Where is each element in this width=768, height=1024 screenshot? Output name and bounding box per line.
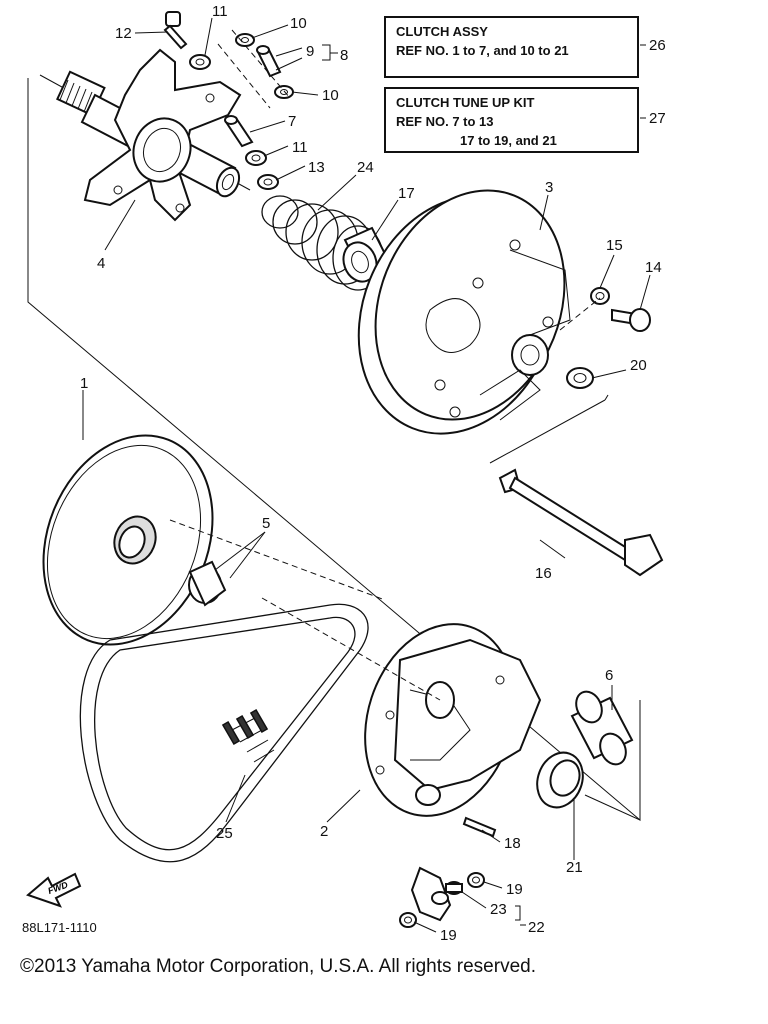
callout-3: 3 — [545, 179, 553, 196]
copyright-notice: ©2013 Yamaha Motor Corporation, U.S.A. A… — [20, 956, 536, 977]
callout-14: 14 — [645, 259, 662, 276]
seal-part — [536, 751, 584, 809]
tune-up-kit-ref-number: 27 — [649, 110, 666, 127]
clutch-assy-box: CLUTCH ASSY REF NO. 1 to 7, and 10 to 21 — [384, 16, 639, 78]
callout-2: 2 — [320, 823, 328, 840]
callout-11-bottom: 11 — [292, 139, 308, 156]
callout-7: 7 — [288, 113, 296, 130]
callout-16: 16 — [535, 565, 552, 582]
callout-25: 25 — [216, 825, 233, 842]
callout-15: 15 — [606, 237, 623, 254]
callout-11-top: 11 — [212, 3, 228, 20]
callout-10-top: 10 — [290, 15, 307, 32]
callout-12: 12 — [115, 25, 132, 42]
leader-lines — [82, 17, 651, 933]
tune-up-kit-title: CLUTCH TUNE UP KIT — [396, 95, 535, 110]
drive-belt-part — [79, 603, 369, 863]
clutch-assy-ref-number: 26 — [649, 37, 666, 54]
callout-6: 6 — [605, 667, 613, 684]
callout-21: 21 — [566, 859, 583, 876]
callout-1: 1 — [80, 375, 88, 392]
tune-up-kit-box: CLUTCH TUNE UP KIT REF NO. 7 to 13 17 to… — [384, 87, 639, 153]
callout-23: 23 — [490, 901, 507, 918]
callout-13: 13 — [308, 159, 325, 176]
movable-sheave-part — [364, 623, 542, 817]
callout-numbers: 12 11 10 9 8 10 7 11 13 24 17 3 4 15 14 … — [80, 3, 662, 944]
small-hardware-top — [163, 11, 294, 190]
callout-18: 18 — [504, 835, 521, 852]
callout-8: 8 — [340, 47, 348, 64]
callout-19-top: 19 — [506, 881, 523, 898]
tune-up-kit-ref-line2: 17 to 19, and 21 — [460, 133, 557, 148]
sheave-bushing-6 — [570, 690, 634, 766]
callout-17: 17 — [398, 185, 415, 202]
callout-24: 24 — [357, 159, 374, 176]
callout-9: 9 — [306, 43, 314, 60]
diagram-code: 88L171-1110 — [22, 920, 97, 935]
callout-22: 22 — [528, 919, 545, 936]
fwd-arrow-icon: FWD — [26, 872, 82, 908]
clutch-assy-title: CLUTCH ASSY — [396, 24, 488, 39]
callout-4: 4 — [97, 255, 105, 272]
sheave-bushings-part — [188, 560, 227, 607]
long-bolt-part — [498, 468, 664, 577]
clutch-cover-part — [357, 189, 571, 435]
callout-20: 20 — [630, 357, 647, 374]
callout-19-bottom: 19 — [440, 927, 457, 944]
callout-5: 5 — [262, 515, 270, 532]
weight-arm-parts — [399, 816, 497, 928]
tune-up-kit-ref-line1: REF NO. 7 to 13 — [396, 114, 494, 129]
callout-10-bottom: 10 — [322, 87, 339, 104]
fixed-sheave-part — [42, 434, 214, 646]
clutch-assy-ref-line: REF NO. 1 to 7, and 10 to 21 — [396, 43, 569, 58]
primary-shaft-part — [56, 48, 242, 222]
